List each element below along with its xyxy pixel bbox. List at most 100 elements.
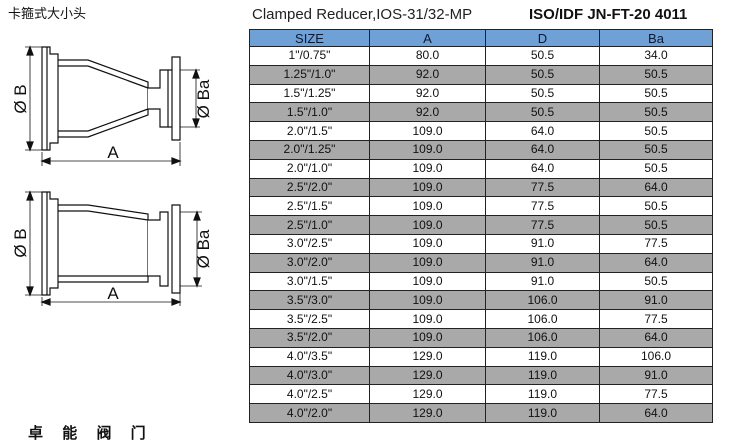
cell-size: 4.0"/2.0"	[249, 403, 370, 423]
cell-a: 109.0	[369, 196, 486, 217]
cell-d: 64.0	[485, 121, 600, 141]
cell-a: 129.0	[369, 384, 486, 405]
cell-a: 109.0	[369, 139, 486, 160]
cell-ba: 50.5	[599, 139, 713, 160]
cell-d: 50.5	[485, 83, 600, 104]
cell-size: 3.0"/1.5"	[249, 271, 370, 292]
label-ba-1: Ø Ba	[194, 79, 213, 118]
cell-size: 3.5"/2.0"	[249, 327, 370, 348]
cell-size: 2.0"/1.5"	[249, 121, 370, 141]
cell-size: 3.0"/2.0"	[249, 252, 370, 273]
eccentric-reducer-drawing	[25, 190, 202, 306]
cell-ba: 91.0	[599, 290, 713, 311]
cell-size: 3.5"/3.0"	[249, 290, 370, 311]
cell-d: 106.0	[485, 290, 600, 311]
label-b-2: Ø B	[11, 228, 30, 257]
cell-ba: 106.0	[599, 346, 713, 367]
cell-size: 3.0"/2.5"	[249, 233, 370, 254]
label-a-2: A	[107, 284, 119, 303]
cell-size: 2.5"/1.0"	[249, 215, 370, 235]
cell-size: 1"/0.75"	[249, 46, 370, 66]
cell-ba: 91.0	[599, 365, 713, 386]
cell-d: 106.0	[485, 309, 600, 329]
cell-size: 4.0"/3.0"	[249, 365, 370, 386]
cell-d: 64.0	[485, 158, 600, 179]
cell-size: 1.25"/1.0"	[249, 64, 370, 85]
cell-d: 77.5	[485, 215, 600, 235]
cell-a: 92.0	[369, 64, 486, 85]
cell-d: 119.0	[485, 346, 600, 367]
cell-ba: 77.5	[599, 384, 713, 405]
cell-a: 80.0	[369, 46, 486, 66]
cell-a: 109.0	[369, 215, 486, 235]
product-title: Clamped Reducer,IOS-31/32-MP	[252, 6, 473, 23]
cell-d: 91.0	[485, 271, 600, 292]
cell-size: 1.5"/1.25"	[249, 83, 370, 104]
cell-d: 50.5	[485, 46, 600, 66]
cell-d: 106.0	[485, 327, 600, 348]
cell-ba: 50.5	[599, 158, 713, 179]
cell-a: 109.0	[369, 177, 486, 198]
cell-ba: 64.0	[599, 252, 713, 273]
cell-a: 109.0	[369, 233, 486, 254]
cell-a: 109.0	[369, 252, 486, 273]
cell-a: 92.0	[369, 83, 486, 104]
cell-ba: 50.5	[599, 196, 713, 217]
cell-d: 119.0	[485, 403, 600, 423]
cell-size: 2.0"/1.0"	[249, 158, 370, 179]
cell-ba: 64.0	[599, 327, 713, 348]
cell-a: 109.0	[369, 290, 486, 311]
concentric-reducer-drawing	[25, 45, 200, 166]
cell-a: 129.0	[369, 346, 486, 367]
header-d: D	[485, 29, 600, 47]
cell-size: 2.5"/1.5"	[249, 196, 370, 217]
cell-size: 4.0"/2.5"	[249, 384, 370, 405]
cell-ba: 34.0	[599, 46, 713, 66]
cell-size: 2.5"/2.0"	[249, 177, 370, 198]
cell-ba: 77.5	[599, 309, 713, 329]
label-b-1: Ø B	[11, 84, 30, 113]
cell-ba: 64.0	[599, 177, 713, 198]
cell-d: 119.0	[485, 365, 600, 386]
technical-drawings: Ø B Ø Ba A Ø B Ø Ba A	[11, 45, 213, 306]
cell-d: 64.0	[485, 139, 600, 160]
cell-d: 91.0	[485, 233, 600, 254]
cell-ba: 50.5	[599, 121, 713, 141]
cell-d: 77.5	[485, 196, 600, 217]
header-ba: Ba	[599, 29, 713, 47]
cell-a: 109.0	[369, 309, 486, 329]
label-a-1: A	[107, 143, 119, 162]
cell-ba: 64.0	[599, 403, 713, 423]
cell-a: 129.0	[369, 403, 486, 423]
label-ba-2: Ø Ba	[194, 229, 213, 268]
cell-size: 4.0"/3.5"	[249, 346, 370, 367]
cell-a: 109.0	[369, 121, 486, 141]
cell-ba: 50.5	[599, 64, 713, 85]
cell-ba: 50.5	[599, 271, 713, 292]
cell-ba: 50.5	[599, 215, 713, 235]
cell-d: 50.5	[485, 102, 600, 123]
cell-size: 1.5"/1.0"	[249, 102, 370, 123]
cell-a: 129.0	[369, 365, 486, 386]
cell-a: 109.0	[369, 271, 486, 292]
chinese-title: 卡箍式大小头	[8, 7, 87, 22]
standard-code: ISO/IDF JN-FT-20 4011	[529, 6, 688, 23]
